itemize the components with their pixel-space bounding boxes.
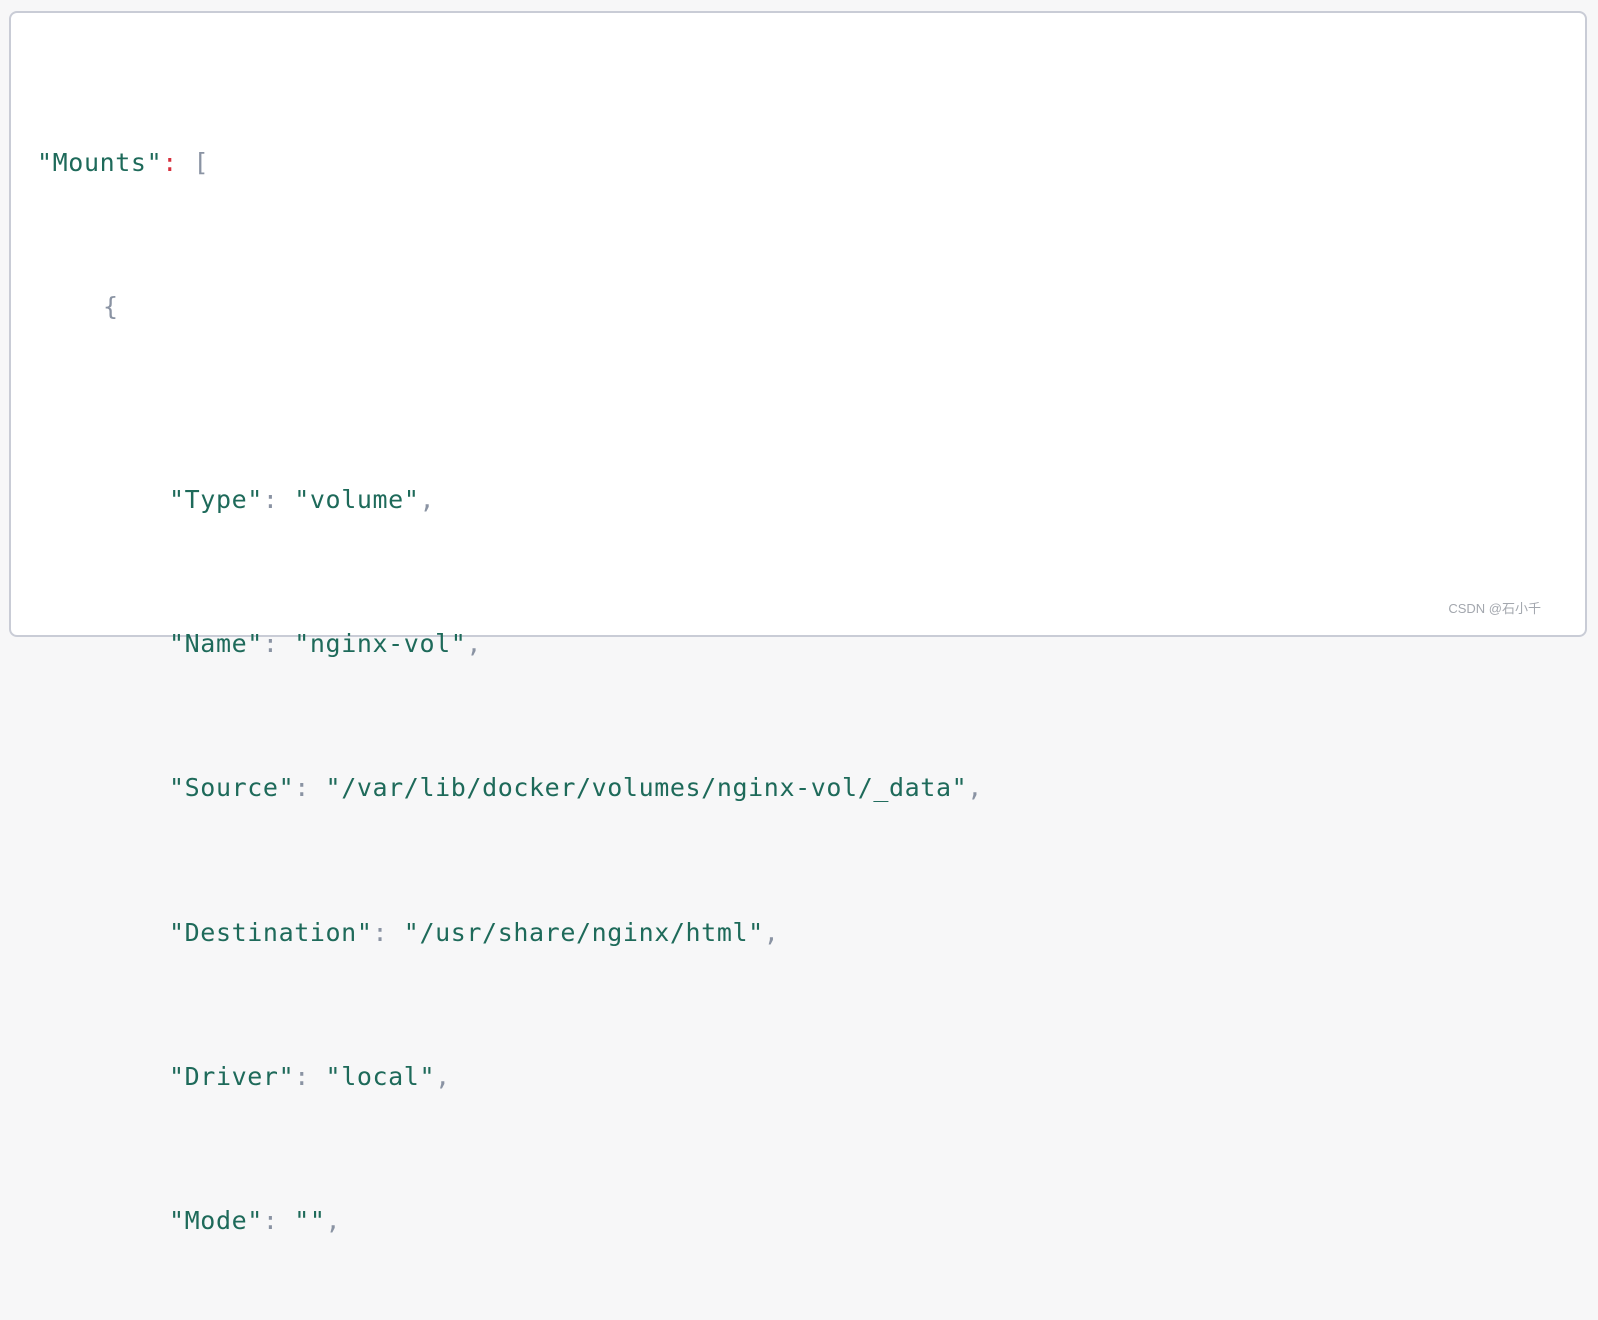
entry-key: Mode <box>184 1206 248 1236</box>
entry-key: Name <box>184 629 248 659</box>
entry-value: volume <box>309 484 404 514</box>
entry-key: Source <box>184 773 279 803</box>
root-colon: : <box>162 148 178 178</box>
code-line-entry: "Mode": "", <box>169 1206 342 1236</box>
code-line-entry: "Source": "/var/lib/docker/volumes/nginx… <box>169 773 983 803</box>
code-block: "Mounts": [ { "Type": "volume", "Name": … <box>9 11 1587 1235</box>
watermark: CSDN @石小千 <box>1448 601 1541 616</box>
open-brace: { <box>103 292 119 322</box>
entry-key: Type <box>184 484 248 514</box>
entry-value: local <box>341 1061 420 1091</box>
code-content: "Mounts": [ { "Type": "volume", "Name": … <box>37 43 983 1320</box>
code-line-entry: "Type": "volume", <box>169 484 436 514</box>
entry-key: Destination <box>184 917 357 947</box>
code-line-entry: "Driver": "local", <box>169 1061 451 1091</box>
code-line-entry: "Destination": "/usr/share/nginx/html", <box>169 917 780 947</box>
entry-value: /var/lib/docker/volumes/nginx-vol/_data <box>341 773 952 803</box>
entry-value: /usr/share/nginx/html <box>419 917 749 947</box>
entry-value: nginx-vol <box>309 629 451 659</box>
code-line-entry: "Name": "nginx-vol", <box>169 629 483 659</box>
open-bracket: [ <box>193 148 210 178</box>
entry-key: Driver <box>184 1061 279 1091</box>
root-key: "Mounts" <box>37 148 163 178</box>
code-line-object-open: { <box>37 283 983 331</box>
code-line-root-open: "Mounts": [ <box>37 139 983 187</box>
